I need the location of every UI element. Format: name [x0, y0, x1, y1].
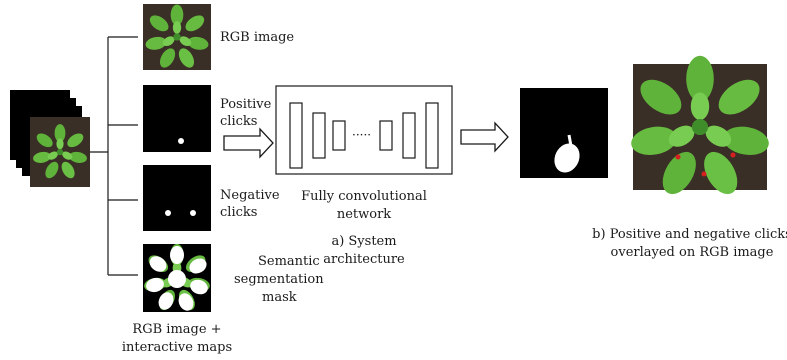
rgb-image-label: RGB image [220, 30, 294, 45]
mask-label-line3: mask [262, 290, 297, 305]
network-ellipsis: ····· [352, 128, 371, 142]
input-arrow [223, 127, 274, 159]
mask-label-line2: segmentation [234, 272, 324, 287]
caption-b-line2: overlayed on RGB image [611, 245, 774, 260]
output-arrow [460, 121, 509, 153]
negative-click-dot-1 [165, 210, 171, 216]
output-segmentation-map [520, 88, 608, 178]
mask-label-line1: Semantic [258, 254, 320, 269]
network-box [275, 85, 453, 175]
input-stack-label-line2: interactive maps [122, 340, 232, 355]
caption-a-line1: a) System [331, 234, 396, 249]
positive-click-dot [178, 138, 184, 144]
decoder-layer-2 [402, 112, 416, 159]
caption-b-line1: b) Positive and negative clicks [592, 227, 787, 242]
positive-click-map [143, 85, 211, 152]
input-stack-label-line1: RGB image + [132, 322, 221, 337]
positive-clicks-label-line2: clicks [220, 114, 257, 129]
overlay-click-1 [675, 154, 681, 160]
output-leaf-mask [554, 143, 580, 173]
overlay-click-2 [701, 171, 707, 177]
caption-a-line2: architecture [323, 252, 405, 267]
negative-click-dot-2 [190, 210, 196, 216]
branch-lines [90, 36, 138, 276]
overlay-click-3 [730, 152, 736, 158]
negative-clicks-label-line1: Negative [220, 188, 280, 203]
negative-clicks-label-line2: clicks [220, 205, 257, 220]
network-label-line2: network [337, 207, 391, 222]
rgb-image-thumbnail [143, 4, 211, 71]
decoder-layer-3 [425, 102, 439, 169]
overlay-image [628, 55, 772, 200]
decoder-layer-1 [379, 120, 393, 151]
negative-click-map [143, 165, 211, 231]
positive-clicks-label-line1: Positive [220, 97, 272, 112]
encoder-layer-3 [332, 120, 346, 151]
segmentation-mask-map [143, 243, 211, 313]
input-stack [10, 90, 90, 187]
encoder-layer-1 [289, 102, 303, 169]
network-label-line1: Fully convolutional [301, 189, 427, 204]
encoder-layer-2 [312, 112, 326, 159]
